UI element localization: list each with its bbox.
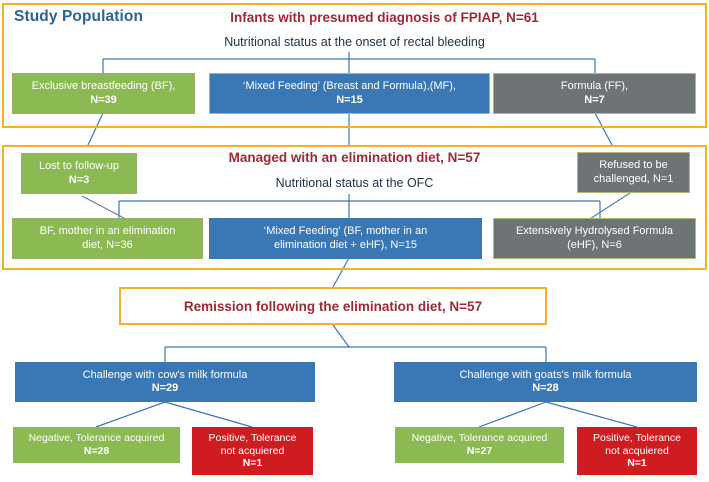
- node-line-1: Challenge with cow's milk formula: [82, 368, 248, 381]
- section-1-subheading: Nutritional status at the onset of recta…: [224, 35, 485, 49]
- section-2-subheading: Nutritional status at the OFC: [275, 176, 434, 190]
- node-line-1: Positive, Tolerance: [208, 431, 297, 444]
- node-line-2: diet, N=36: [82, 238, 133, 251]
- node-line-3: N=1: [242, 457, 263, 470]
- node-line-1: Exclusive breastfeeding (BF),: [31, 80, 176, 93]
- node-line-1: Negative, Tolerance acquired: [411, 432, 548, 445]
- node-refused-to-be-challenged[interactable]: Refused to be challenged, N=1: [577, 152, 690, 193]
- section-1-heading: Infants with presumed diagnosis of FPIAP…: [230, 10, 539, 25]
- node-line-3: N=27: [466, 445, 493, 457]
- node-line-1: Positive, Tolerance: [593, 431, 681, 444]
- node-line-1: BF, mother in an elimination: [39, 225, 176, 238]
- node-line-1: Extensively Hydrolysed Formula: [515, 225, 674, 238]
- node-mixed-feeding-ehf[interactable]: ‘Mixed Feeding’ (BF, mother in an elimin…: [209, 218, 482, 259]
- node-challenge-cows-milk[interactable]: Challenge with cow's milk formula N=29: [15, 362, 315, 402]
- node-goats-negative-tolerance[interactable]: Negative, Tolerance acquired N=27: [395, 427, 564, 463]
- node-goats-positive-tolerance[interactable]: Positive, Tolerance not acquiered N=1: [577, 427, 697, 475]
- node-mixed-feeding[interactable]: ‘Mixed Feeding’ (Breast and Formula),(MF…: [209, 73, 490, 114]
- node-line-3: N=1: [627, 457, 647, 470]
- study-population-label: Study Population: [14, 8, 144, 25]
- node-line-2: elimination diet + eHF), N=15: [273, 238, 418, 251]
- node-formula-ff[interactable]: Formula (FF), N=7: [493, 73, 696, 114]
- node-exclusive-breastfeeding[interactable]: Exclusive breastfeeding (BF), N=39: [12, 73, 195, 114]
- node-lost-to-follow-up[interactable]: Lost to follow-up N=3: [21, 153, 137, 194]
- node-cows-negative-tolerance[interactable]: Negative, Tolerance acquired N=28: [13, 427, 180, 463]
- node-line-3: N=28: [83, 445, 110, 457]
- node-line-1: Refused to be: [599, 159, 668, 172]
- node-line-2: not acquiered: [605, 444, 669, 457]
- node-challenge-goats-milk[interactable]: Challenge with goats's milk formula N=28: [394, 362, 697, 402]
- section-1-frame: [2, 3, 707, 128]
- node-line-2: N=28: [532, 382, 559, 394]
- node-line-1: Challenge with goats's milk formula: [459, 368, 632, 381]
- node-line-2: N=39: [90, 93, 117, 106]
- node-bf-elimination-diet[interactable]: BF, mother in an elimination diet, N=36: [12, 218, 203, 259]
- node-line-1: ‘Mixed Feeding’ (Breast and Formula),(MF…: [243, 80, 456, 93]
- node-line-2: N=7: [584, 93, 605, 106]
- node-line-1: Lost to follow-up: [38, 160, 120, 173]
- node-line-2: (eHF), N=6: [567, 238, 622, 251]
- node-line-2: challenged, N=1: [593, 172, 674, 185]
- remission-box[interactable]: Remission following the elimination diet…: [119, 287, 547, 325]
- section-2-heading: Managed with an elimination diet, N=57: [228, 150, 481, 165]
- section-2-frame: [2, 145, 707, 270]
- node-line-2: N=15: [336, 93, 363, 106]
- node-extensively-hydrolysed-formula[interactable]: Extensively Hydrolysed Formula (eHF), N=…: [493, 218, 696, 259]
- node-line-2: N=3: [68, 173, 90, 186]
- node-cows-positive-tolerance[interactable]: Positive, Tolerance not acquiered N=1: [192, 427, 313, 475]
- node-line-1: Negative, Tolerance acquired: [28, 432, 165, 445]
- node-line-1: ‘Mixed Feeding’ (BF, mother in an: [263, 225, 428, 238]
- node-line-2: not acquiered: [220, 444, 285, 457]
- node-line-2: N=29: [151, 382, 179, 394]
- remission-heading: Remission following the elimination diet…: [183, 298, 483, 314]
- node-line-1: Formula (FF),: [560, 80, 629, 93]
